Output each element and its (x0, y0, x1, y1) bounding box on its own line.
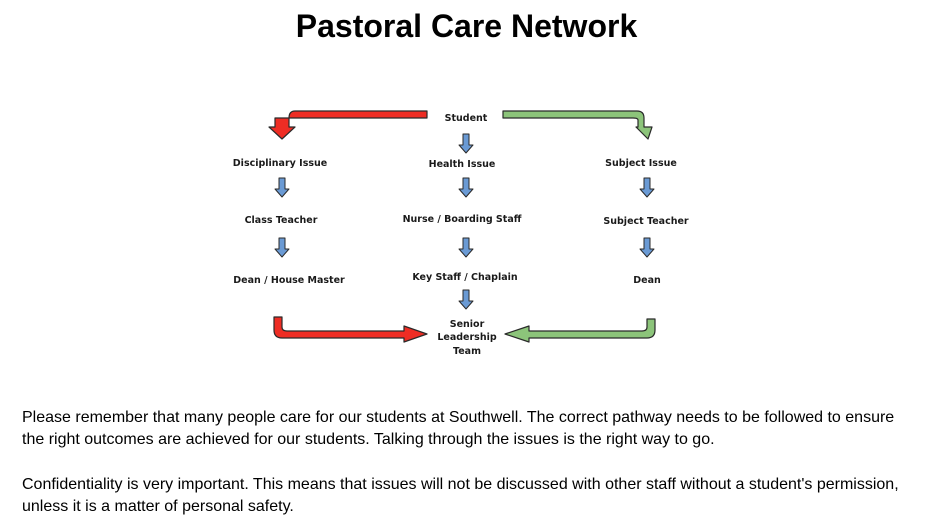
down-arrow-class-dean-house (274, 237, 290, 258)
page-title: Pastoral Care Network (295, 8, 638, 44)
down-arrow-nurse-keystaff (458, 237, 474, 258)
node-dean: Dean (633, 275, 661, 286)
down-arrow-keystaff-senior (458, 289, 474, 310)
node-student: Student (445, 113, 488, 124)
down-arrow-disciplinary-class (274, 177, 290, 198)
down-arrow-subject-teacher (639, 177, 655, 198)
node-subject-issue: Subject Issue (605, 158, 677, 169)
node-class-teacher: Class Teacher (245, 215, 318, 226)
pastoral-care-flowchart: Student Disciplinary Issue Health Issue … (233, 110, 689, 357)
down-arrow-health-nurse (458, 177, 474, 198)
node-senior-line-2: Leadership (437, 332, 497, 343)
green-path-arrow-bottom (504, 318, 656, 343)
confidentiality-paragraph: Confidentiality is very important. This … (22, 476, 899, 515)
red-path-arrow-top (268, 110, 428, 140)
down-arrow-student-health (458, 133, 474, 154)
pathway-paragraph: Please remember that many people care fo… (22, 409, 895, 448)
node-nurse-boarding-staff: Nurse / Boarding Staff (403, 214, 522, 225)
green-path-arrow-top (502, 110, 653, 140)
down-arrow-teacher-dean (639, 237, 655, 258)
red-path-arrow-bottom (273, 316, 428, 343)
node-subject-teacher: Subject Teacher (603, 216, 688, 227)
node-disciplinary-issue: Disciplinary Issue (233, 158, 327, 169)
node-senior-line-1: Senior (450, 319, 485, 330)
node-key-staff-chaplain: Key Staff / Chaplain (412, 272, 518, 283)
node-health-issue: Health Issue (429, 159, 496, 170)
node-dean-house-master: Dean / House Master (233, 275, 345, 286)
node-senior-line-3: Team (453, 346, 481, 357)
